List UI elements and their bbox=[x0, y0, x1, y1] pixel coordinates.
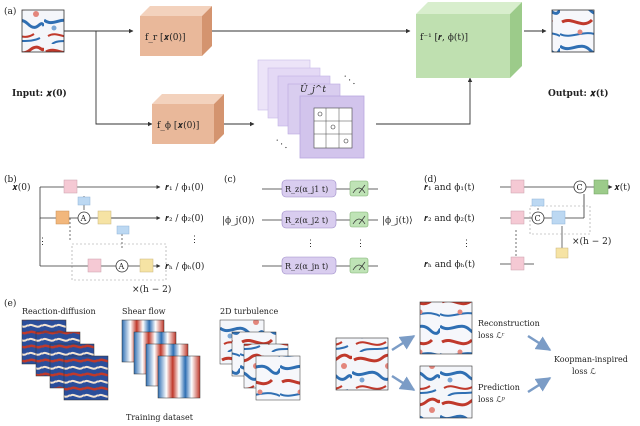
koopman-loss-line2: loss ℒ bbox=[572, 367, 596, 376]
unitary-label: Û_j^t bbox=[300, 83, 326, 95]
panel-b-repeat: ×(h − 2) bbox=[132, 284, 171, 295]
panel-e-label: (e) bbox=[4, 298, 16, 309]
arrow-pred-to-koopman bbox=[527, 376, 552, 394]
panel-b-input: 𝒙(0) bbox=[12, 182, 31, 193]
reconstruction-loss-line2: loss ℒʳ bbox=[478, 331, 505, 340]
panel-b-node-2: A bbox=[118, 262, 125, 271]
unitary-dots-bottom: · · · bbox=[272, 136, 289, 153]
panel-b-outh: 𝒓ₕ / ϕₕ(0) bbox=[165, 261, 204, 272]
encoder-fphi-block bbox=[152, 94, 224, 144]
panel-c-vdots-right: ⋮ bbox=[356, 239, 365, 249]
arrow-recon-to-koopman bbox=[527, 334, 552, 352]
panel-c-vdots: ⋮ bbox=[306, 239, 315, 249]
measure-icon bbox=[349, 257, 369, 274]
label-shear-flow: Shear flow bbox=[122, 307, 166, 316]
panel-d-vdots: ⋮ bbox=[462, 239, 471, 249]
decoder-label: f⁻¹ [𝒓, ϕ(t)] bbox=[420, 32, 468, 43]
reconstruction-field bbox=[419, 301, 473, 355]
encoder-fphi-label: f_ϕ [𝒙(0)] bbox=[157, 120, 199, 131]
measure-icon bbox=[349, 211, 369, 228]
arrow-input-to-fphi bbox=[95, 31, 153, 127]
panel-b-label: (b) bbox=[4, 174, 17, 185]
panel-b-out1: 𝒓₁ / ϕ₁(0) bbox=[165, 182, 204, 193]
unitary-stack bbox=[257, 59, 365, 159]
panel-d-row2: 𝒓₂ and ϕ₂(t) bbox=[424, 213, 475, 224]
reaction-diffusion-stack bbox=[21, 319, 109, 401]
decoder-block bbox=[416, 2, 522, 78]
panel-b-node-1: A bbox=[80, 214, 87, 223]
label-2d-turbulence: 2D turbulence bbox=[220, 307, 278, 316]
arrow-to-prediction bbox=[391, 374, 416, 392]
panel-c-rzn: R_z(α_jn t) bbox=[285, 262, 328, 271]
panel-c-circuit bbox=[262, 179, 378, 275]
panel-d-repeat: ×(h − 2) bbox=[572, 236, 611, 247]
turbulence-stack bbox=[219, 319, 301, 401]
panel-b-circuit bbox=[39, 179, 167, 281]
panel-d-circuit bbox=[500, 179, 613, 271]
panel-d-row1: 𝒓₁ and ϕ₁(t) bbox=[424, 182, 475, 193]
arrow-to-reconstruction bbox=[391, 334, 416, 352]
encoder-fr-block bbox=[140, 6, 212, 56]
unitary-dots-top: · · · bbox=[340, 72, 357, 89]
input-label: Input: 𝒙(0) bbox=[12, 88, 67, 99]
panel-b-vdots-right: ⋮ bbox=[190, 235, 199, 245]
shear-flow-stack bbox=[121, 319, 201, 399]
panel-c-in-state: |ϕ_j(0)⟩ bbox=[222, 215, 255, 226]
arrow-unitary-to-decoder bbox=[376, 77, 473, 125]
measure-icon bbox=[349, 180, 369, 197]
panel-c-label: (c) bbox=[224, 174, 236, 185]
panel-d-out: 𝒙(t) bbox=[614, 182, 630, 193]
input-field-image bbox=[21, 9, 65, 53]
panel-c-rz1: R_z(α_j1 t) bbox=[285, 185, 328, 194]
panel-b-vdots: ⋮ bbox=[38, 237, 47, 247]
predicted-field-center bbox=[335, 337, 389, 391]
panel-c-rz2: R_z(α_j2 t) bbox=[285, 216, 328, 225]
panel-b-out2: 𝒓₂ / ϕ₂(0) bbox=[165, 213, 204, 224]
panel-d-rowh: 𝒓ₕ and ϕₕ(t) bbox=[424, 259, 475, 270]
prediction-field bbox=[419, 365, 473, 419]
koopman-loss-line1: Koopman-inspired bbox=[554, 355, 628, 364]
encoder-fr-label: f_r [𝒙(0)] bbox=[145, 32, 186, 43]
label-training-dataset: Training dataset bbox=[126, 413, 194, 422]
panel-d-label: (d) bbox=[424, 174, 437, 185]
label-reaction-diffusion: Reaction-diffusion bbox=[22, 307, 96, 316]
panel-d-node-2: C bbox=[535, 214, 541, 223]
output-field-image bbox=[551, 9, 595, 53]
output-label: Output: 𝒙(t) bbox=[548, 88, 608, 99]
prediction-loss-line1: Prediction bbox=[478, 383, 520, 392]
panel-d-node-1: C bbox=[577, 183, 583, 192]
reconstruction-loss-line1: Reconstruction bbox=[478, 319, 540, 328]
panel-c-out-state: |ϕ_j(t)⟩ bbox=[382, 215, 413, 226]
panel-a-label: (a) bbox=[4, 6, 16, 17]
prediction-loss-line2: loss ℒᵖ bbox=[478, 395, 505, 404]
